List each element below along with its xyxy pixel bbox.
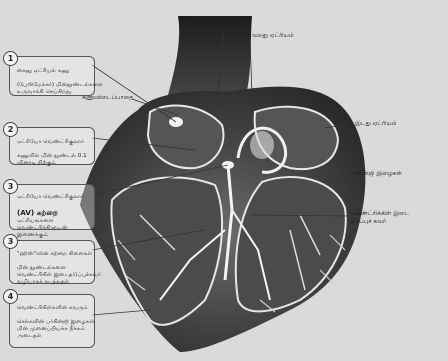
step-1-line1: சைனு ஏட்ரியல் கணு	[17, 68, 69, 74]
label-left-atrium: இடது ஏட்ரியம்	[355, 120, 396, 128]
step-number-3b: 3	[3, 234, 18, 249]
label-purkinje-fibres: பர்கின்ஜி இழைகள்	[350, 170, 402, 178]
step-3-text: ஏட்ரியோ வெண்ட்ரிகுலார் (AV) கற்றை ஏட்ரிய…	[17, 187, 84, 239]
step-2-line1: ஏட்ரியோ வெண்ட்ரிகுலார்	[17, 139, 84, 145]
label-interventricular-septum: வெண்ட்ரிக்கிள் இடை தடுப்புச் சுவர்	[350, 210, 410, 225]
step-3b-line2: மின் தூண்டல்களை வெண்ட்ரிகிள் இடைதடுப்புச…	[17, 265, 101, 285]
label-superior-vena-cava: மேற்பெருஞ்சிரை	[190, 19, 238, 27]
superior-vessel-shape	[168, 16, 252, 95]
step-3b-text: "ஹிஸ்"ஸின் கற்றை கிளைகள் மின் தூண்டல்களை…	[17, 244, 101, 286]
step-number-2: 2	[3, 122, 18, 137]
step-2-line2: கணுவில் மின் தூண்டல் 0.1 வினாடி நிற்கும்	[17, 153, 87, 166]
step-3b-line1: "ஹிஸ்"ஸின் கற்றை கிளைகள்	[17, 251, 92, 257]
step-1-text: சைனு ஏட்ரியல் கணு (பேஸ்மேக்கர்) மின்தூண்…	[17, 61, 103, 96]
step-3-line1: ஏட்ரியோ வெண்ட்ரிகுலார்	[17, 194, 84, 200]
step-4-line2: செல்களின் பர்கின்ஜி இழைகள் மின் முனைப்பி…	[17, 319, 94, 339]
step-number-1: 1	[3, 51, 18, 66]
step-4-line1: வெண்ட்ரிகிள்களின் சுவரும்	[17, 305, 88, 311]
step-3-line2-bold: (AV) கற்றை	[17, 208, 58, 217]
step-number-4: 4	[3, 289, 18, 304]
left-ventricle-outline	[236, 177, 346, 311]
label-right-atrium: வலது ஏட்ரியம்	[252, 32, 294, 40]
step-number-3: 3	[3, 179, 18, 194]
step-4-text: வெண்ட்ரிகிள்களின் சுவரும் செல்களின் பர்க…	[17, 298, 94, 340]
step-1-line2: (பேஸ்மேக்கர்) மின்தூண்டல்களை உருவாக்கி ச…	[17, 82, 103, 95]
step-3-line3: ஏட்ரியங்களை வெண்ட்ரிக்கிளுடன் இணைக்கும்	[17, 218, 68, 238]
step-2-text: ஏட்ரியோ வெண்ட்ரிகுலார் கணுவில் மின் தூண்…	[17, 132, 87, 167]
